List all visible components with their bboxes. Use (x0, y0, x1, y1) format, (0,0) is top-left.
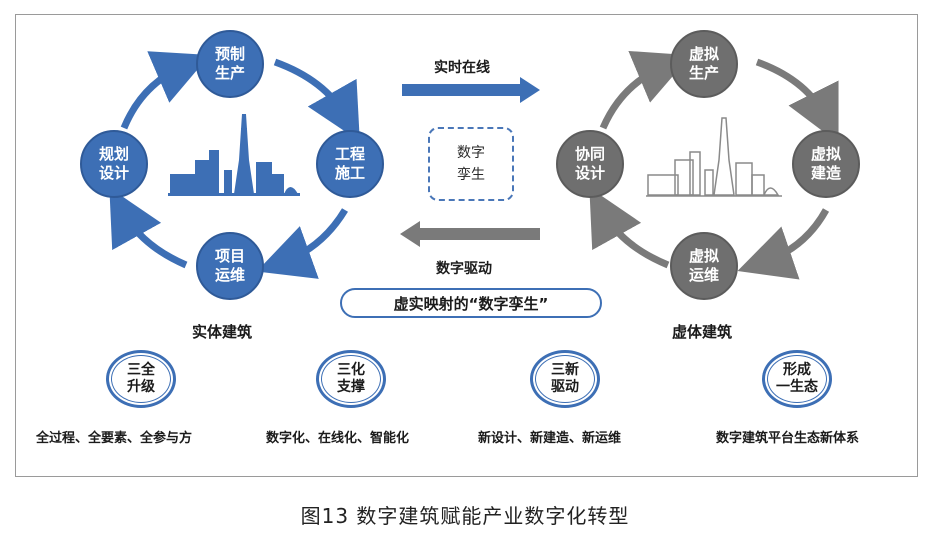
realtime-online-label: 实时在线 (434, 60, 490, 76)
virtual-city-skyline (646, 117, 782, 197)
node-virtual-ops: 虚拟 运维 (670, 232, 738, 300)
badge-three-support: 三化 支撑 (316, 350, 386, 408)
arrow-design-to-plan (120, 51, 210, 130)
arrow-vdesign-to-vprod (599, 50, 691, 130)
node-collaborative-design: 协同 设计 (556, 130, 624, 198)
badge-text: 三全 升级 (111, 355, 171, 403)
badge-desc-three-new: 新设计、新建造、新运维 (478, 431, 622, 446)
badge-one-ecosystem: 形成 一生态 (762, 350, 832, 408)
digital-twin-box: 数字 孪生 (428, 127, 514, 201)
digital-twin-banner: 虚实映射的“数字孪生” (340, 288, 602, 318)
badge-desc-ecosystem: 数字建筑平台生态新体系 (716, 431, 860, 446)
node-virtual-production: 虚拟 生产 (670, 30, 738, 98)
badge-text: 三新 驱动 (535, 355, 595, 403)
badge-three-new-drive: 三新 驱动 (530, 350, 600, 408)
figure-caption: 图13 数字建筑赋能产业数字化转型 (300, 504, 630, 528)
arrow-vbuild-to-vops (737, 208, 830, 280)
badge-desc-three-support: 数字化、在线化、智能化 (266, 431, 410, 446)
badge-text: 形成 一生态 (767, 355, 827, 403)
real-building-title: 实体建筑 (192, 323, 253, 341)
arrow-vops-to-vdesign (589, 187, 670, 269)
real-city-skyline (168, 114, 300, 196)
digital-drive-label: 数字驱动 (436, 261, 492, 277)
arrow-build-to-ops (256, 208, 348, 279)
arrow-ops-to-design (109, 187, 188, 269)
node-project-ops: 项目 运维 (196, 232, 264, 300)
node-planning-design: 规划 设计 (80, 130, 148, 198)
digital-drive-arrow (400, 221, 540, 247)
arrow-plan-to-build (273, 58, 360, 142)
arrow-vprod-to-vbuild (755, 58, 839, 144)
virtual-building-title: 虚体建筑 (672, 323, 733, 341)
badge-text: 三化 支撑 (321, 355, 381, 403)
badge-desc-three-full: 全过程、全要素、全参与方 (36, 431, 193, 446)
node-prefab-production: 预制 生产 (196, 30, 264, 98)
badge-three-full-upgrade: 三全 升级 (106, 350, 176, 408)
node-construction: 工程 施工 (316, 130, 384, 198)
realtime-arrow (402, 77, 540, 103)
node-virtual-construction: 虚拟 建造 (792, 130, 860, 198)
